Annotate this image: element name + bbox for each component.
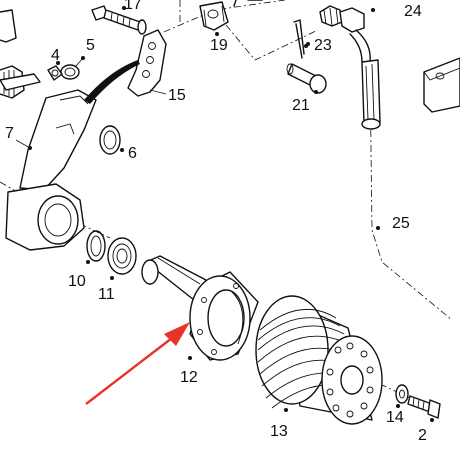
part-7-arm bbox=[5, 89, 97, 251]
part-2-bolt bbox=[407, 395, 441, 422]
part-12-flange-hub bbox=[141, 255, 259, 361]
callout-10: 10 bbox=[68, 273, 86, 290]
part-24-hose-fitting bbox=[319, 5, 375, 63]
part-6-snap-ring bbox=[99, 125, 124, 155]
part-23-cotter-pin bbox=[293, 19, 310, 59]
part-11-bearing bbox=[107, 237, 137, 280]
callout-15: 15 bbox=[168, 87, 186, 104]
callout-11: 11 bbox=[98, 286, 115, 303]
callout-19: 19 bbox=[210, 37, 228, 54]
callout-23: 23 bbox=[314, 37, 332, 54]
callout-21: 21 bbox=[292, 97, 310, 114]
callout-4: 4 bbox=[51, 47, 60, 64]
callout-6: 6 bbox=[128, 145, 137, 162]
callout-2: 2 bbox=[418, 427, 427, 444]
hose-cylinder bbox=[361, 59, 381, 130]
part-5-snap-ring bbox=[60, 56, 85, 80]
callout-7: 7 bbox=[5, 125, 14, 142]
part-13-pulley bbox=[255, 295, 383, 425]
part-14-washer bbox=[395, 384, 409, 408]
top-left-partial-parts bbox=[0, 9, 41, 99]
part-15-bracket bbox=[127, 29, 167, 97]
callout-12: 12 bbox=[180, 369, 198, 386]
part-21-clevis-pin bbox=[286, 63, 327, 94]
callout-24: 24 bbox=[404, 3, 422, 20]
part-17-bolt bbox=[91, 5, 147, 35]
red-pointer-arrow bbox=[85, 322, 190, 405]
callout-14: 14 bbox=[386, 409, 404, 426]
part-19-clevis bbox=[199, 1, 229, 36]
belt-strip bbox=[84, 60, 140, 104]
callout-17: 17 bbox=[124, 0, 142, 13]
label-leader-dots bbox=[304, 44, 380, 230]
part-10-ring bbox=[86, 230, 106, 264]
callout-25: 25 bbox=[392, 215, 410, 232]
callout-5: 5 bbox=[86, 37, 95, 54]
callout-labels: 17 4 5 7 6 15 19 23 21 24 25 10 11 12 13… bbox=[5, 0, 427, 444]
callout-13: 13 bbox=[270, 423, 288, 440]
frame-bar bbox=[233, 0, 263, 7]
right-block bbox=[423, 57, 460, 113]
